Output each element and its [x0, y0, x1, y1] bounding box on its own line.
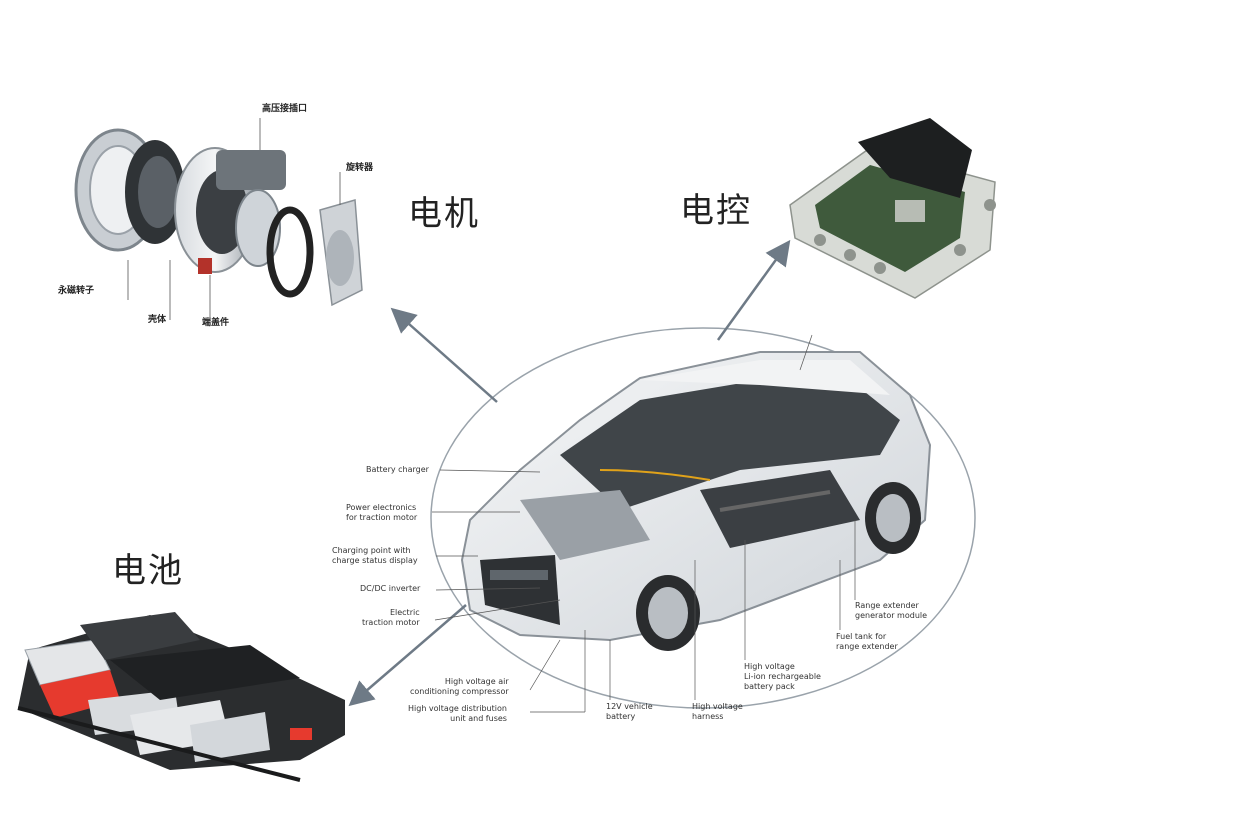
arrow-to-motor [400, 316, 497, 402]
callout-hv-air: High voltage air conditioning compressor [410, 677, 509, 697]
motor-illustration [76, 118, 362, 320]
motor-part-label: 旋转器 [346, 160, 373, 173]
callout-hv-battery-pack: High voltage Li-ion rechargeable battery… [744, 662, 821, 692]
callout-hv-harness: High voltage harness [692, 702, 743, 722]
callout-power-electronics: Power electronics for traction motor [346, 503, 417, 523]
callout-charging-point: Charging point with charge status displa… [332, 546, 418, 566]
controller-title: 电控 [680, 183, 752, 232]
controller-illustration [790, 118, 996, 298]
battery-illustration [18, 612, 345, 780]
motor-part-label: 永磁转子 [58, 283, 94, 296]
battery-title: 电池 [112, 543, 184, 592]
callout-fuel-tank: Fuel tank for range extender [836, 632, 898, 652]
arrow-to-controller [718, 250, 783, 340]
callout-battery-charger: Battery charger [366, 465, 429, 475]
motor-part-label: 壳体 [148, 312, 166, 325]
callout-electric-motor: Electric traction motor [362, 608, 420, 628]
car-illustration [432, 335, 930, 712]
callout-hv-distribution: High voltage distribution unit and fuses [408, 704, 507, 724]
motor-part-label: 高压接插口 [262, 101, 307, 114]
callout-range-extender: Range extender generator module [855, 601, 927, 621]
motor-part-label: 端盖件 [202, 315, 229, 328]
callout-12v-battery: 12V vehicle battery [606, 702, 653, 722]
callout-dcdc: DC/DC inverter [360, 584, 420, 594]
motor-title: 电机 [408, 186, 480, 235]
